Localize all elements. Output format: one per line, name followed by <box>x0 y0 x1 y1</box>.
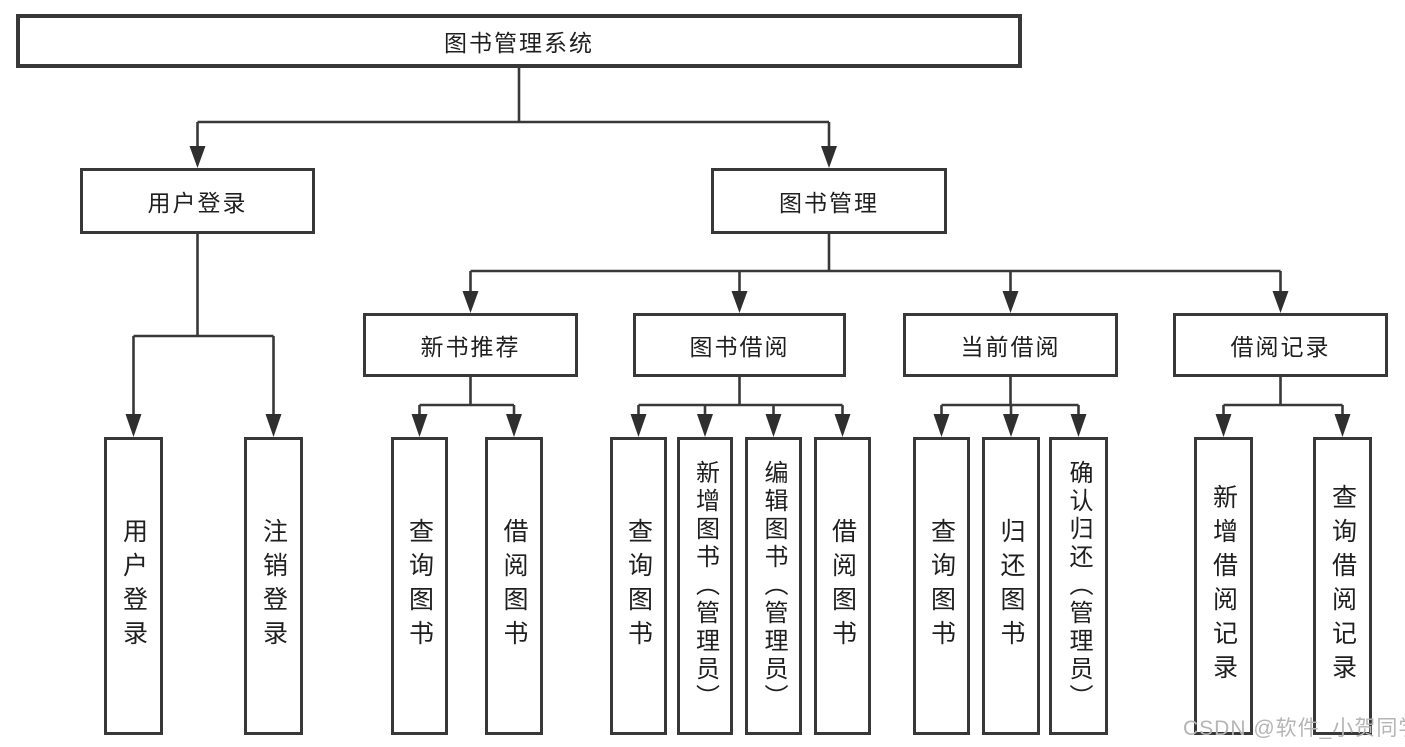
node-label: 当前借阅 <box>960 334 1061 360</box>
node-label: 查询图书 <box>927 518 956 654</box>
node-label: 新增借阅记录 <box>1209 484 1238 688</box>
arrowhead <box>630 414 647 437</box>
node-label: 图书借阅 <box>689 334 790 360</box>
arrowhead <box>1215 414 1232 437</box>
leaf-add-borrow-record: 新增借阅记录 <box>1194 437 1253 735</box>
node-book-borrowing: 图书借阅 <box>633 313 846 377</box>
node-label: 新增图书（管理员） <box>691 460 719 712</box>
node-label: 编辑图书（管理员） <box>760 460 787 712</box>
node-borrowing-records: 借阅记录 <box>1173 313 1388 377</box>
node-book-management-system: 图书管理系统 <box>16 14 1022 68</box>
node-label: 确认归还（管理员） <box>1065 460 1092 712</box>
arrowhead <box>462 291 479 313</box>
arrowhead <box>411 414 428 437</box>
leaf-search-books-current: 查询图书 <box>913 437 970 735</box>
arrowhead <box>1334 414 1351 437</box>
arrowhead <box>189 146 206 168</box>
arrowhead <box>731 291 748 313</box>
node-user-login: 用户登录 <box>80 168 315 234</box>
node-label: 借阅图书 <box>828 518 857 654</box>
node-new-book-recommendation: 新书推荐 <box>363 313 578 377</box>
arrowhead <box>1272 291 1289 313</box>
node-label: 借阅记录 <box>1230 334 1331 360</box>
node-label: 借阅图书 <box>500 518 528 654</box>
arrowhead <box>125 414 142 437</box>
arrowhead <box>506 414 522 437</box>
leaf-logout: 注销登录 <box>244 437 303 735</box>
arrowhead <box>697 414 713 437</box>
node-label: 查询图书 <box>405 518 434 654</box>
leaf-borrow-books-recommendation: 借阅图书 <box>485 437 543 735</box>
arrowheads <box>125 146 1351 437</box>
node-label: 图书管理 <box>779 190 879 216</box>
leaf-edit-book-admin: 编辑图书（管理员） <box>745 437 802 735</box>
arrowhead <box>834 414 851 437</box>
node-label: 归还图书 <box>997 518 1025 654</box>
arrowhead <box>765 414 782 437</box>
leaf-user-login: 用户登录 <box>104 437 163 735</box>
arrowhead <box>1003 414 1019 437</box>
arrowhead <box>265 414 282 437</box>
node-label: 查询借阅记录 <box>1328 484 1357 688</box>
leaf-search-borrow-record: 查询借阅记录 <box>1313 437 1372 735</box>
arrowhead <box>1002 291 1019 313</box>
node-label: 图书管理系统 <box>444 30 594 56</box>
leaf-return-books: 归还图书 <box>982 437 1040 735</box>
node-label: 用户登录 <box>147 190 248 216</box>
node-current-borrowing: 当前借阅 <box>903 313 1118 377</box>
arrowhead <box>933 414 950 437</box>
node-book-management: 图书管理 <box>711 168 947 234</box>
csdn-watermark: CSDN @软件_小贺同学 <box>1183 717 1405 740</box>
arrowhead <box>1070 414 1087 437</box>
leaf-confirm-return-admin: 确认归还（管理员） <box>1049 437 1108 735</box>
leaf-search-books-borrowing: 查询图书 <box>610 437 667 735</box>
arrowhead <box>821 146 837 168</box>
node-label: 查询图书 <box>624 518 653 654</box>
node-label: 新书推荐 <box>420 334 521 360</box>
node-label: 注销登录 <box>259 518 288 654</box>
leaf-add-book-admin: 新增图书（管理员） <box>677 437 733 735</box>
node-label: 用户登录 <box>119 518 148 654</box>
leaf-borrow-books-borrowing: 借阅图书 <box>814 437 871 735</box>
leaf-search-books-recommendation: 查询图书 <box>391 437 448 735</box>
